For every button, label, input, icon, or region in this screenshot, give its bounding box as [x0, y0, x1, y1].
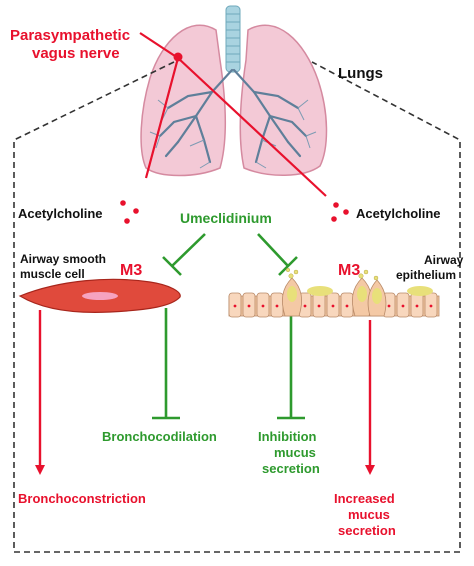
increased-label-line3: secretion [338, 523, 396, 538]
nerve-label-line2: vagus nerve [32, 45, 120, 62]
nerve-label-line1: Parasympathetic [10, 27, 130, 44]
inhibition-label-line2: mucus [274, 445, 316, 460]
acetylcholine-dots-right [331, 202, 349, 222]
trachea-rings [226, 13, 240, 63]
umeclidinium-label: Umeclidinium [180, 210, 272, 226]
vagus-nerve [139, 32, 327, 197]
bronchoconstriction-label: Bronchoconstriction [18, 491, 146, 506]
acetylcholine-right-label: Acetylcholine [356, 206, 441, 221]
umeclidinium-inhibition [152, 233, 305, 420]
nerve-ganglion-dot [173, 52, 183, 62]
smooth-muscle-label-line1: Airway smooth [20, 252, 106, 266]
epithelium-label-line2: epithelium [396, 268, 456, 282]
airway-epithelium [228, 267, 440, 318]
increased-label-line1: Increased [334, 491, 395, 506]
acetylcholine-dots-left [120, 200, 139, 224]
dashed-frame [13, 61, 461, 553]
increased-label-line2: mucus [348, 507, 390, 522]
inhibition-label-line3: secretion [262, 461, 320, 476]
bronchi-fine [149, 99, 317, 169]
m3-left-label: M3 [120, 262, 142, 279]
bronchodilation-label: Bronchocodilation [102, 429, 217, 444]
acetylcholine-left-label: Acetylcholine [18, 206, 103, 221]
epithelium-label-line1: Airway [424, 253, 464, 267]
smooth-muscle-label-line2: muscle cell [20, 267, 85, 281]
inhibition-label-line1: Inhibition [258, 429, 317, 444]
red-arrows [35, 310, 375, 475]
m3-right-label: M3 [338, 262, 360, 279]
smooth-muscle-cell [18, 278, 181, 313]
lungs-label: Lungs [338, 65, 383, 82]
